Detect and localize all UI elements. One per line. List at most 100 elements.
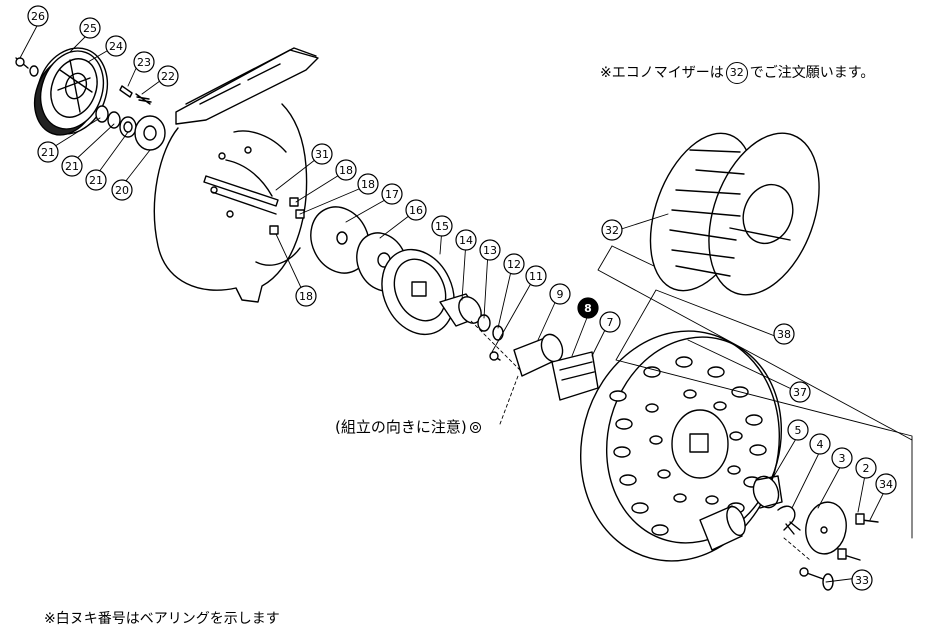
callout-number: 5 xyxy=(795,424,802,437)
callout-3: 3 xyxy=(831,447,853,469)
spool-32-part xyxy=(649,132,820,296)
callout-number: 34 xyxy=(879,478,893,491)
callout-circle xyxy=(875,473,897,495)
callout-32: 32 xyxy=(601,219,623,241)
economizer-note-suffix: でご注文願います。 xyxy=(749,65,875,81)
callout-22: 22 xyxy=(157,65,179,87)
callout-21: 21 xyxy=(85,169,107,191)
callout-number: 8 xyxy=(584,302,592,315)
callout-21: 21 xyxy=(61,155,83,177)
callout-number: 20 xyxy=(115,184,129,197)
callout-11: 11 xyxy=(525,265,547,287)
bushing-14-part xyxy=(439,293,483,327)
callout-circle xyxy=(37,141,59,163)
callout-circle xyxy=(105,35,127,57)
callout-number: 15 xyxy=(435,220,449,233)
spring-5-part xyxy=(752,475,783,509)
bearing-note: ※白ヌキ番号はベアリングを示します xyxy=(44,611,280,627)
callout-14: 14 xyxy=(455,229,477,251)
clutch-9-part xyxy=(513,333,564,377)
callout-circle xyxy=(431,215,453,237)
bearing-8-part xyxy=(551,351,599,401)
callout-circle xyxy=(27,5,49,27)
callout-8: 8 xyxy=(577,297,599,319)
cover-plate-3-part xyxy=(805,501,847,555)
callout-number: 11 xyxy=(529,270,543,283)
drag-disc-15-part xyxy=(381,248,455,336)
callout-23: 23 xyxy=(133,51,155,73)
callout-number: 37 xyxy=(793,386,807,399)
callout-circle xyxy=(479,239,501,261)
callout-circle xyxy=(789,381,811,403)
callout-18: 18 xyxy=(357,173,379,195)
callout-18: 18 xyxy=(335,159,357,181)
double-circle-icon xyxy=(469,422,481,433)
callout-number: 14 xyxy=(459,234,473,247)
callout-number: 38 xyxy=(777,328,791,341)
screws-2-34-part xyxy=(799,513,879,591)
callout-7: 7 xyxy=(599,311,621,333)
callout-33: 33 xyxy=(851,569,873,591)
callout-number: 21 xyxy=(65,160,79,173)
callout-26: 26 xyxy=(27,5,49,27)
callout-circle xyxy=(549,283,571,305)
callout-number: 2 xyxy=(863,462,870,475)
callout-15: 15 xyxy=(431,215,453,237)
callout-circle xyxy=(831,447,853,469)
washers-21-part xyxy=(95,105,166,151)
callout-number: 16 xyxy=(409,204,423,217)
callout-2: 2 xyxy=(855,457,877,479)
callout-number: 18 xyxy=(339,164,353,177)
callout-circle xyxy=(855,457,877,479)
callout-number: 17 xyxy=(385,188,399,201)
callout-number: 26 xyxy=(31,10,45,23)
callout-number: 21 xyxy=(41,146,55,159)
callout-circle xyxy=(133,51,155,73)
callout-number: 25 xyxy=(83,22,97,35)
callout-21: 21 xyxy=(37,141,59,163)
callout-34: 34 xyxy=(875,473,897,495)
callout-number: 21 xyxy=(89,174,103,187)
callout-circle xyxy=(311,143,333,165)
callout-circle xyxy=(503,253,525,275)
assembly-direction-note: (組立の向きに注意) xyxy=(335,416,481,437)
callout-circle xyxy=(381,183,403,205)
callout-number: 7 xyxy=(607,316,614,329)
callout-number: 32 xyxy=(605,224,619,237)
callout-number: 24 xyxy=(109,40,123,53)
callout-circle xyxy=(335,159,357,181)
callout-number: 31 xyxy=(315,148,329,161)
callout-circle xyxy=(525,265,547,287)
callout-circle xyxy=(851,569,873,591)
callout-9: 9 xyxy=(549,283,571,305)
handle-knob-part xyxy=(33,47,109,136)
callout-number: 9 xyxy=(557,288,564,301)
callout-circle xyxy=(577,297,599,319)
economizer-note-prefix: ※エコノマイザーは xyxy=(600,65,724,81)
callout-number: 3 xyxy=(839,452,846,465)
drag-plate-17-part xyxy=(310,206,370,274)
assembly-note-text: (組立の向きに注意) xyxy=(335,418,467,436)
callout-circle xyxy=(85,169,107,191)
callout-circle xyxy=(79,17,101,39)
callout-circle xyxy=(455,229,477,251)
callout-number: 18 xyxy=(299,290,313,303)
callout-16: 16 xyxy=(405,199,427,221)
spool-handle-part xyxy=(699,505,746,551)
callout-18: 18 xyxy=(295,285,317,307)
callout-37: 37 xyxy=(789,381,811,403)
callout-12: 12 xyxy=(503,253,525,275)
callout-31: 31 xyxy=(311,143,333,165)
callout-20: 20 xyxy=(111,179,133,201)
callout-38: 38 xyxy=(773,323,795,345)
callout-circle xyxy=(601,219,623,241)
callout-circle xyxy=(295,285,317,307)
callout-circle xyxy=(787,419,809,441)
callout-circle xyxy=(357,173,379,195)
callout-number: 4 xyxy=(817,438,824,451)
callout-number: 33 xyxy=(855,574,869,587)
reel-frame-part xyxy=(153,47,319,303)
callout-number: 22 xyxy=(161,70,175,83)
callout-number: 13 xyxy=(483,244,497,257)
